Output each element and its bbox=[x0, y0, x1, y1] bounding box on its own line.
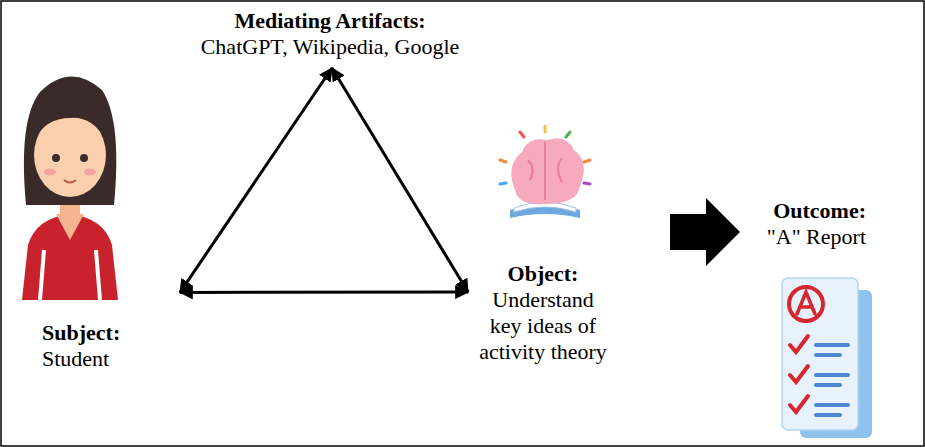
object-label: Object:Understand key ideas of activity … bbox=[468, 135, 668, 365]
node-body: ChatGPT, Wikipedia, Google bbox=[200, 34, 460, 60]
triangle-side bbox=[332, 68, 468, 292]
node-heading: Object: bbox=[476, 261, 610, 287]
node-heading: Mediating Artifacts: bbox=[200, 8, 460, 34]
outcome-label: Outcome:"A" Report bbox=[742, 198, 912, 440]
node-body: Understand key ideas of activity theory bbox=[476, 287, 610, 365]
node-body: "A" Report bbox=[748, 224, 866, 250]
triangle-side bbox=[180, 291, 468, 294]
triangle-side bbox=[180, 68, 332, 292]
text-column: Subject:Student bbox=[42, 320, 172, 372]
node-heading: Outcome: bbox=[748, 198, 866, 224]
text-column: Mediating Artifacts:ChatGPT, Wikipedia, … bbox=[200, 8, 460, 60]
report-icon bbox=[782, 278, 872, 438]
text-column: Object:Understand key ideas of activity … bbox=[476, 261, 610, 365]
node-heading: Subject: bbox=[42, 320, 172, 346]
student-avatar bbox=[22, 76, 118, 300]
brain-icon bbox=[500, 126, 590, 218]
text-column: Outcome:"A" Report bbox=[748, 198, 866, 250]
artifact-label: Mediating Artifacts:ChatGPT, Wikipedia, … bbox=[200, 8, 464, 68]
subject-label: Subject:Student bbox=[10, 60, 180, 372]
node-body: Student bbox=[42, 346, 172, 372]
block-arrow bbox=[670, 198, 740, 266]
